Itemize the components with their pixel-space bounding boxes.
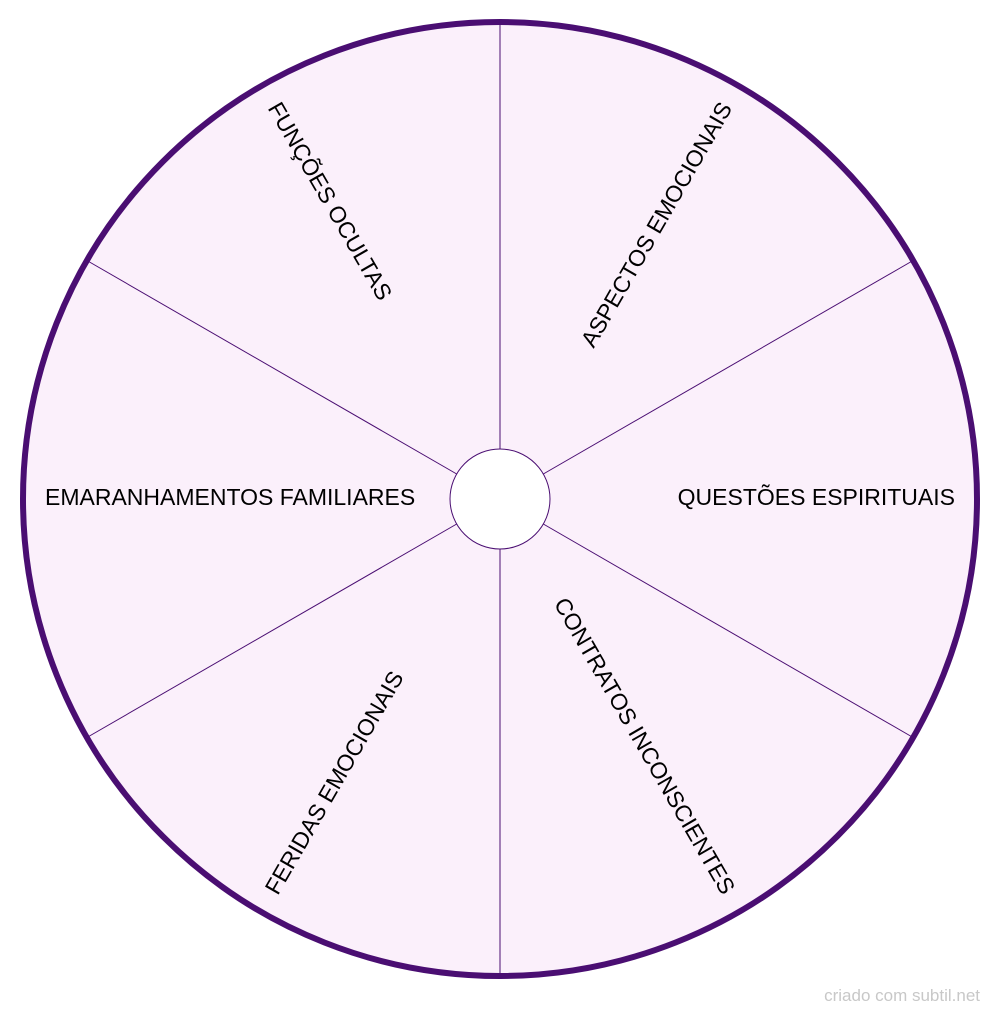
sector-dividers	[86, 22, 914, 976]
wheel-hub	[449, 448, 551, 550]
sector-emaranhamentos-familiares-label: EMARANHAMENTOS FAMILIARES	[45, 484, 415, 510]
sector-divider	[543, 260, 914, 475]
sector-divider	[86, 523, 457, 738]
sector-divider	[86, 260, 457, 475]
sector-questoes-espirituais-label: QUESTÕES ESPIRITUAIS	[678, 483, 955, 510]
wheel-rim	[20, 19, 980, 979]
sector-divider	[543, 523, 914, 738]
footer-credit: criado com subtil.net	[824, 986, 980, 1005]
